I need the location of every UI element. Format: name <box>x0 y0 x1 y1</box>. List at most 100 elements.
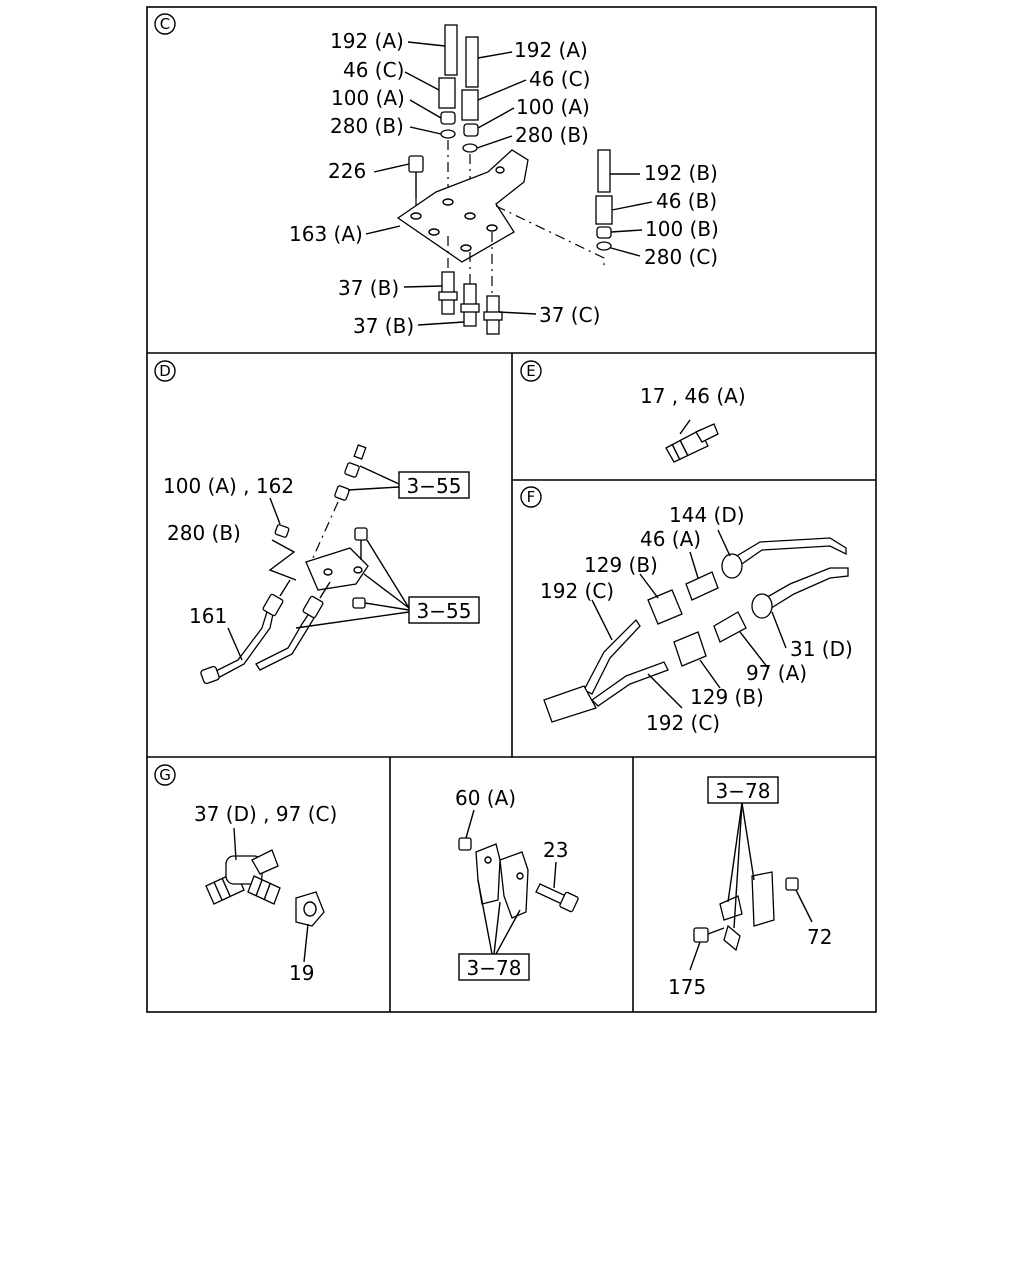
label-100b: 100 (B) <box>645 217 719 241</box>
panel-e-tag-letter: E <box>526 362 535 380</box>
label-280b-d: 280 (B) <box>167 521 241 545</box>
panel-f: F <box>520 486 853 735</box>
label-46c-left: 46 (C) <box>343 58 404 82</box>
pipe-assembly <box>200 444 480 685</box>
clamp-bracket-assembly <box>458 837 579 981</box>
screw-175 <box>693 927 709 943</box>
clamp-plate <box>305 547 369 591</box>
sleeve-129b-lower <box>673 631 707 667</box>
label-60a: 60 (A) <box>455 786 516 810</box>
fitting-97a <box>713 611 747 643</box>
ref-3-78-h: 3−78 <box>467 956 522 980</box>
nut-144d <box>721 553 743 579</box>
nut-72 <box>785 877 799 891</box>
spacer-46b <box>595 195 613 225</box>
ref-box-3-78-i <box>707 776 779 804</box>
label-31d: 31 (D) <box>790 637 853 661</box>
label-280b-left: 280 (B) <box>330 114 404 138</box>
label-100a-left: 100 (A) <box>331 86 405 110</box>
connector-fitting <box>665 419 719 463</box>
panel-d-tag: D <box>154 360 176 382</box>
label-37d-97c: 37 (D) , 97 (C) <box>194 802 337 826</box>
panel-f-tag: F <box>520 486 542 508</box>
label-37b-lower: 37 (B) <box>353 314 414 338</box>
label-46b: 46 (B) <box>656 189 717 213</box>
clamp-left <box>475 843 501 905</box>
panel-c-tag: C <box>154 13 176 35</box>
label-163a: 163 (A) <box>289 222 363 246</box>
ref-3-55-upper: 3−55 <box>407 474 462 498</box>
spacer-46c-left <box>438 77 456 109</box>
panel-i-leaders <box>689 802 813 971</box>
bracket <box>751 871 775 927</box>
label-192a-right: 192 (A) <box>514 38 588 62</box>
label-97a: 97 (A) <box>746 661 807 685</box>
panel-f-leaders <box>591 529 787 709</box>
tube-192a-right <box>465 36 479 88</box>
label-37b-upper: 37 (B) <box>338 276 399 300</box>
washer-280c <box>596 241 612 251</box>
label-175: 175 <box>668 975 706 999</box>
panel-d-tag-letter: D <box>159 362 171 380</box>
panel-i: 3−78 72 175 <box>668 776 832 999</box>
label-19: 19 <box>289 961 314 985</box>
spacer-46c-right <box>461 89 479 121</box>
washer-280b-right <box>462 143 478 153</box>
clip-assembly <box>693 776 799 952</box>
label-17-46a: 17 , 46 (A) <box>640 384 746 408</box>
fitting-46a <box>685 571 719 601</box>
label-192c-upper: 192 (C) <box>540 579 614 603</box>
panel-g-tag-letter: G <box>159 766 171 784</box>
panel-d: D <box>154 360 480 685</box>
panel-c: C <box>154 13 719 338</box>
label-23: 23 <box>543 838 568 862</box>
panel-g-leaders <box>233 827 309 963</box>
panel-d-leaders <box>227 465 410 661</box>
label-100a-right: 100 (A) <box>516 95 590 119</box>
panel-g-tag: G <box>154 764 176 786</box>
panel-c-labels: 192 (A) 46 (C) 100 (A) 280 (B) 192 (A) 4… <box>289 29 719 338</box>
panel-d-labels: 100 (A) , 162 280 (B) 161 3−55 3−55 <box>163 474 471 628</box>
label-129b-upper: 129 (B) <box>584 553 658 577</box>
ref-box-3-78-h <box>458 953 530 981</box>
nut-31d <box>751 593 773 619</box>
ref-3-55-lower: 3−55 <box>417 599 472 623</box>
label-226: 226 <box>328 159 366 183</box>
label-192a-left: 192 (A) <box>330 29 404 53</box>
tee-connector <box>205 849 325 927</box>
label-46c-right: 46 (C) <box>529 67 590 91</box>
washer-280b-left <box>440 129 456 139</box>
panel-h: 60 (A) 23 3−78 <box>455 786 579 981</box>
ref-box-3-55-upper <box>398 471 470 499</box>
hose-assembly <box>543 537 849 723</box>
label-129b-lower: 129 (B) <box>690 685 764 709</box>
panel-g: G 37 (D) , 97 (C) 19 <box>154 764 337 985</box>
mounting-bracket-assembly <box>396 24 613 335</box>
tube-192b <box>597 149 611 193</box>
tube-192a-left <box>444 24 458 76</box>
panel-c-tag-letter: C <box>160 15 170 33</box>
label-37c: 37 (C) <box>539 303 600 327</box>
bolt-226 <box>408 155 424 173</box>
nut-19 <box>295 891 325 927</box>
label-280b-right: 280 (B) <box>515 123 589 147</box>
panel-e: E 17 , 46 (A) <box>520 360 746 463</box>
panel-f-tag-letter: F <box>527 488 536 506</box>
label-280c: 280 (C) <box>644 245 718 269</box>
panel-e-tag: E <box>520 360 542 382</box>
nut-100a-right <box>463 123 479 137</box>
label-192c-lower: 192 (C) <box>646 711 720 735</box>
clamp-right <box>499 851 529 919</box>
panel-h-leaders <box>465 809 557 955</box>
hose-end-192c <box>543 685 597 723</box>
sleeve-129b-upper <box>647 589 683 625</box>
panel-c-leaders <box>365 41 653 326</box>
panel-frames <box>146 6 877 1013</box>
panel-f-labels: 144 (D) 46 (A) 129 (B) 192 (C) 31 (D) 97… <box>540 503 853 735</box>
label-100a-162: 100 (A) , 162 <box>163 474 294 498</box>
label-144d: 144 (D) <box>669 503 745 527</box>
label-161: 161 <box>189 604 227 628</box>
label-192b: 192 (B) <box>644 161 718 185</box>
label-46a-f: 46 (A) <box>640 527 701 551</box>
